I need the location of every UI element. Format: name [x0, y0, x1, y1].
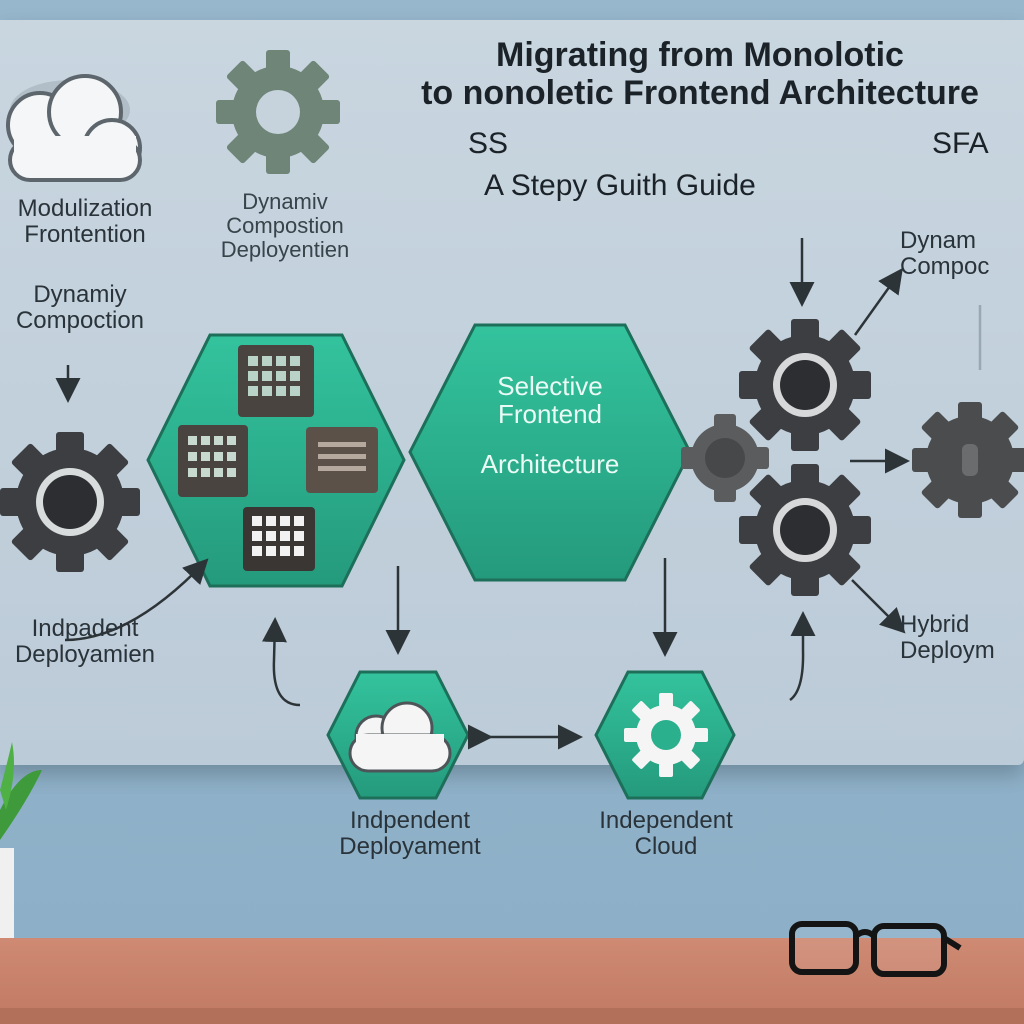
label-line: Dynamiv [242, 189, 328, 214]
gear-icon [739, 464, 871, 596]
label-line: Frontention [24, 220, 146, 248]
connector-arrows [55, 238, 982, 750]
label-line: Cloud [634, 832, 698, 860]
label-independent-deployment-bottom: Indpendent Deployament [312, 808, 508, 860]
label-line: Indpendent [349, 807, 471, 834]
label-line: Deployentien [220, 236, 350, 262]
grid-module-icon [178, 425, 248, 497]
label-line: Compoction [15, 306, 145, 334]
hex-line: Selective [497, 371, 603, 401]
label-line: Modulization [17, 195, 153, 222]
cloud-icon [6, 74, 142, 182]
label-line: Independent [599, 807, 733, 834]
gear-icon [0, 432, 140, 572]
label-dynamic-composition-top: Dynamiv Compostion Deployentien [190, 190, 380, 261]
label-line: Dynam [900, 227, 977, 254]
selective-frontend-hexagon [408, 323, 692, 582]
label-line: Compoc [900, 252, 990, 280]
selective-frontend-label: Selective Frontend Architecture [420, 372, 680, 478]
document-icon [306, 427, 378, 493]
subtitle: A Stepy Guith Guide [484, 169, 756, 202]
gear-icon [739, 319, 871, 451]
gear-hexagon [594, 670, 736, 800]
label-line: Hybrid [900, 611, 970, 638]
plant-icon [0, 742, 42, 938]
diagram-title: Migrating from Monolotic to nonoletic Fr… [380, 36, 1020, 112]
left-tag: SS [468, 127, 509, 160]
label-line: Deploym [900, 636, 995, 664]
title-line-2: to nonoletic Frontend Architecture [421, 74, 979, 113]
hex-line: Architecture [480, 449, 620, 480]
glasses-icon [789, 921, 962, 977]
right-tag: SFA [932, 127, 989, 160]
label-modulization: Modulization Frontention [0, 196, 170, 248]
label-line: Compostion [226, 212, 344, 238]
label-hybrid-deployment: Hybrid Deploym [900, 612, 1024, 664]
grid-module-icon [243, 507, 315, 571]
cloud-icon [348, 701, 452, 773]
label-dynamic-composition-right: Dynam Compoc [900, 228, 1024, 280]
modules-hexagon [146, 333, 406, 588]
desk-edge [0, 1008, 1024, 1024]
label-line: Deployamien [14, 640, 156, 668]
label-independent-cloud: Independent Cloud [578, 808, 754, 860]
hex-line: Frontend [497, 399, 603, 430]
grid-module-icon [238, 345, 314, 417]
gear-icon [624, 693, 708, 777]
gear-icon [912, 402, 1024, 518]
cloud-hexagon [326, 670, 470, 800]
label-line: Indpadent [31, 615, 139, 642]
label-independent-deployment-left: Indpadent Deployamien [0, 616, 170, 668]
label-line: Deployament [339, 832, 481, 860]
gear-icon [216, 50, 340, 174]
title-line-1: Migrating from Monolotic [496, 36, 904, 74]
label-line: Dynamiy [33, 281, 127, 308]
gear-icon [681, 414, 769, 502]
label-dynamic-composition-left: Dynamiy Compoction [0, 282, 160, 334]
